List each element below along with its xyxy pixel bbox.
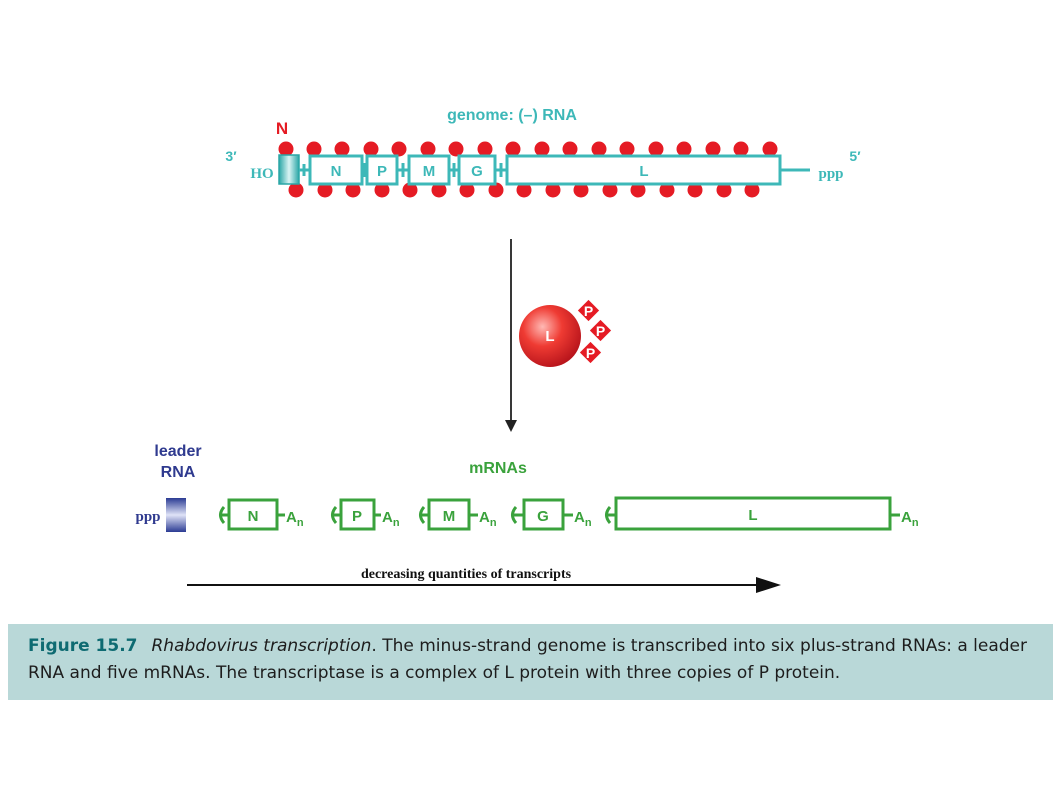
- leader-rna: leader RNA ppp: [135, 443, 202, 532]
- transcriptase-complex: L P P P: [519, 299, 612, 367]
- poly-a-tail: An: [286, 509, 304, 529]
- n-dot: [505, 141, 521, 157]
- mrna-box-l: [614, 496, 892, 531]
- n-dot: [744, 182, 760, 198]
- leader-rna-block: [166, 498, 186, 532]
- gradient-arrow-head: [756, 577, 781, 593]
- n-dot: [345, 182, 361, 198]
- n-dot: [534, 141, 550, 157]
- n-dot: [733, 141, 749, 157]
- svg-text:P: P: [596, 323, 605, 339]
- poly-a-tail: An: [901, 509, 919, 529]
- genome-ppp-label: ppp: [818, 166, 843, 182]
- nucleoprotein-dots-bottom: [288, 182, 760, 198]
- cap-mark: [419, 506, 426, 524]
- poly-a-tail: An: [479, 509, 497, 529]
- n-dot: [488, 182, 504, 198]
- cap-mark: [605, 506, 612, 524]
- mrna-gene-label: P: [352, 508, 362, 525]
- cap-mark: [219, 506, 226, 524]
- genome-gene-box-g: [457, 154, 497, 186]
- n-dot: [391, 141, 407, 157]
- genome-title: genome: (–) RNA: [447, 107, 577, 124]
- caption-text: . The minus-strand genome is transcribed…: [28, 636, 1028, 683]
- n-dot: [477, 141, 493, 157]
- n-dot: [402, 182, 418, 198]
- nucleoprotein-dots-top: [278, 141, 778, 157]
- svg-text:P: P: [586, 345, 595, 361]
- genome-group: genome: (–) RNA N 3′ HO 5′ ppp: [225, 107, 861, 198]
- three-prime-label: 3′: [225, 148, 237, 164]
- genome-gene-box-l: [505, 154, 782, 186]
- genome-gene-label: M: [423, 163, 436, 180]
- p-protein-diamond: P: [589, 319, 612, 342]
- mrna-gene-label: G: [537, 508, 549, 525]
- leader-rna-title: RNA: [161, 464, 196, 481]
- leader-rna-title: leader: [154, 443, 201, 460]
- poly-a-tail: An: [382, 509, 400, 529]
- five-prime-label: 5′: [849, 148, 861, 164]
- n-dot: [562, 141, 578, 157]
- n-dot: [619, 141, 635, 157]
- n-dot: [659, 182, 675, 198]
- p-protein-diamond: P: [577, 299, 600, 322]
- l-protein-label: L: [545, 328, 554, 345]
- transcription-arrow: [505, 239, 517, 432]
- n-dot: [431, 182, 447, 198]
- nucleoprotein-label: N: [276, 119, 288, 138]
- l-protein-ball: [519, 305, 581, 367]
- mrna-box-n: [227, 498, 279, 531]
- n-dot: [676, 141, 692, 157]
- cap-mark: [511, 506, 518, 524]
- n-dot: [573, 182, 589, 198]
- cap-mark: [331, 506, 338, 524]
- gradient-label: decreasing quantities of transcripts: [361, 567, 572, 582]
- n-dot: [278, 141, 294, 157]
- rhabdovirus-transcription-diagram: genome: (–) RNA N 3′ HO 5′ ppp: [135, 107, 919, 593]
- n-dot: [459, 182, 475, 198]
- n-dot: [448, 141, 464, 157]
- ho-label: HO: [250, 166, 273, 182]
- figure-caption: Figure 15.7 Rhabdovirus transcription. Th…: [8, 624, 1053, 700]
- n-dot: [648, 141, 664, 157]
- n-dot: [705, 141, 721, 157]
- mrna-list: [219, 496, 900, 531]
- genome-gene-box-p: [365, 154, 399, 186]
- n-dot: [334, 141, 350, 157]
- svg-text:P: P: [584, 303, 593, 319]
- n-dot: [420, 141, 436, 157]
- n-dot: [687, 182, 703, 198]
- genome-gene-label: P: [377, 163, 387, 180]
- n-dot: [591, 141, 607, 157]
- ho-block: [278, 154, 300, 185]
- genome-strand: [278, 154, 810, 186]
- figure-number: Figure 15.7: [28, 636, 138, 656]
- n-dot: [716, 182, 732, 198]
- n-dot: [306, 141, 322, 157]
- mrnas-title: mRNAs: [469, 460, 527, 477]
- leader-ppp-label: ppp: [135, 509, 160, 525]
- mrna-gene-label: L: [748, 507, 757, 524]
- figure-title: Rhabdovirus transcription: [151, 636, 372, 656]
- p-protein-diamond: P: [579, 341, 602, 364]
- n-dot: [363, 141, 379, 157]
- n-dot: [374, 182, 390, 198]
- poly-a-tail: An: [574, 509, 592, 529]
- n-dot: [630, 182, 646, 198]
- genome-gene-label: N: [331, 163, 342, 180]
- genome-gene-label: G: [471, 163, 483, 180]
- n-dot: [516, 182, 532, 198]
- transcription-arrow-head: [505, 420, 517, 432]
- n-dot: [288, 182, 304, 198]
- mrna-gene-label: M: [443, 508, 456, 525]
- n-dot: [602, 182, 618, 198]
- n-dot: [762, 141, 778, 157]
- n-dot: [545, 182, 561, 198]
- genome-gene-label: L: [639, 163, 648, 180]
- mrna-gene-label: N: [248, 508, 259, 525]
- quantity-gradient-arrow: decreasing quantities of transcripts: [187, 567, 781, 593]
- n-dot: [317, 182, 333, 198]
- genome-gene-box-m: [407, 154, 451, 186]
